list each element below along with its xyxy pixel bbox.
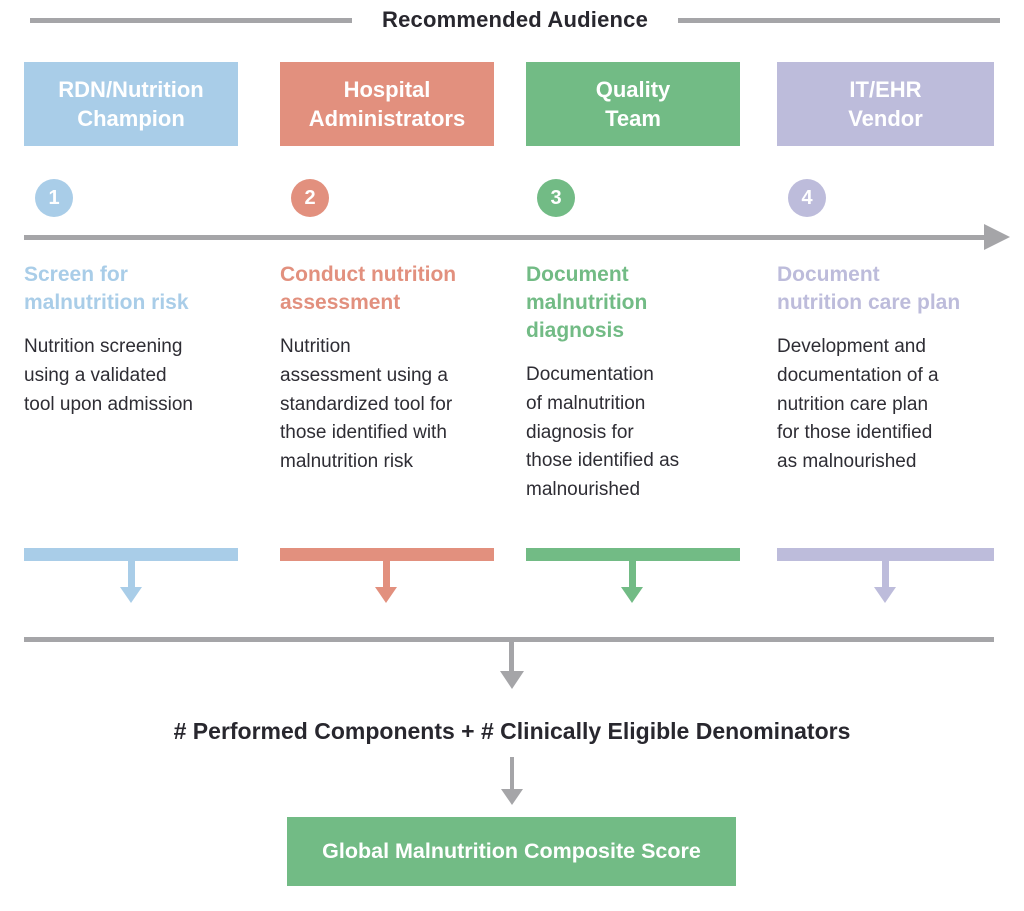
down-arrow-icon xyxy=(882,560,889,588)
down-arrow-head-icon xyxy=(874,587,896,603)
timeline-arrow-right-icon xyxy=(984,224,1010,250)
down-arrow-head-icon xyxy=(375,587,397,603)
result-box: Global Malnutrition Composite Score xyxy=(287,817,736,886)
down-arrow-icon xyxy=(629,560,636,588)
page-title: Recommended Audience xyxy=(381,7,649,32)
down-arrow-icon xyxy=(383,560,390,588)
column-bar xyxy=(24,548,238,561)
column-heading: Screen for malnutrition risk xyxy=(24,263,189,314)
center-down-arrow-icon xyxy=(510,757,514,789)
column-step-3: Document malnutrition diagnosis Document… xyxy=(526,261,740,505)
column-bar xyxy=(777,548,994,561)
column-heading: Document malnutrition diagnosis xyxy=(526,263,648,342)
step-badge-3: 3 xyxy=(537,179,575,217)
step-badge-1: 1 xyxy=(35,179,73,217)
collector-line xyxy=(24,637,994,642)
audience-box-it-ehr: IT/EHR Vendor xyxy=(777,62,994,146)
down-arrow-head-icon xyxy=(120,587,142,603)
title-rule-left xyxy=(30,17,352,23)
column-step-2: Conduct nutrition assessment Nutrition a… xyxy=(280,261,494,477)
step-badge-4: 4 xyxy=(788,179,826,217)
column-bar xyxy=(526,548,740,561)
center-down-arrow-head-icon xyxy=(501,789,523,805)
column-body: Development and documentation of a nutri… xyxy=(777,335,939,473)
column-step-1: Screen for malnutrition risk Nutrition s… xyxy=(24,261,238,419)
title-rule-right xyxy=(678,17,1000,23)
column-body: Nutrition screening using a validated to… xyxy=(24,335,193,415)
column-step-4: Document nutrition care plan Development… xyxy=(777,261,994,477)
column-body: Nutrition assessment using a standardize… xyxy=(280,335,453,473)
audience-box-rdn: RDN/Nutrition Champion xyxy=(24,62,238,146)
header: Recommended Audience xyxy=(30,5,1000,35)
down-arrow-head-icon xyxy=(621,587,643,603)
down-arrow-icon xyxy=(128,560,135,588)
center-down-arrow-head-icon xyxy=(500,671,524,689)
formula-text: # Performed Components + # Clinically El… xyxy=(173,718,851,744)
column-bar xyxy=(280,548,494,561)
audience-box-quality-team: Quality Team xyxy=(526,62,740,146)
column-heading: Conduct nutrition assessment xyxy=(280,263,457,314)
column-body: Documentation of malnutrition diagnosis … xyxy=(526,363,680,501)
audience-box-hospital-admins: Hospital Administrators xyxy=(280,62,494,146)
timeline-line xyxy=(24,235,986,240)
column-heading: Document nutrition care plan xyxy=(777,263,961,314)
step-badge-2: 2 xyxy=(291,179,329,217)
center-down-arrow-icon xyxy=(509,642,514,671)
